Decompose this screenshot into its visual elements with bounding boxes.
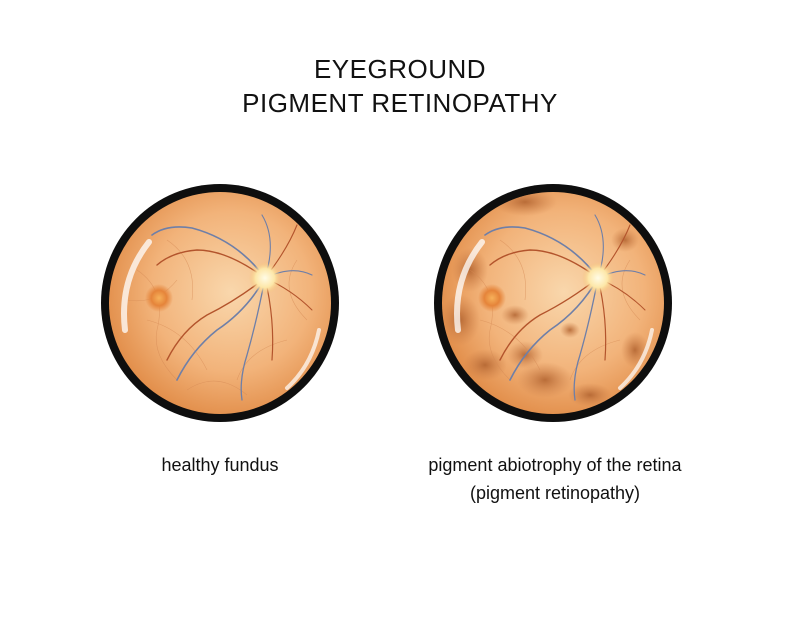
glare-highlight-right xyxy=(285,328,321,390)
retinal-vessels xyxy=(484,214,646,401)
macula xyxy=(145,284,173,312)
capillary-network xyxy=(469,239,641,381)
glare-highlight-left xyxy=(454,239,485,333)
macula xyxy=(478,284,506,312)
retinopathy-caption-line-2: (pigment retinopathy) xyxy=(469,483,641,503)
healthy-fundus-caption: healthy fundus xyxy=(161,455,279,475)
diagram-title-line-2: PIGMENT RETINOPATHY xyxy=(242,88,558,118)
optic-disc xyxy=(582,262,614,294)
retinopathy-caption-line-1: pigment abiotrophy of the retina xyxy=(428,455,682,475)
pigment-retinopathy-fundus-illustration xyxy=(434,184,672,422)
glare-highlight-left xyxy=(121,239,152,333)
optic-disc xyxy=(249,262,281,294)
healthy-fundus-illustration xyxy=(101,184,339,422)
diagram-title-line-1: EYEGROUND xyxy=(313,54,487,84)
glare-highlight-right xyxy=(618,328,654,390)
retina-background xyxy=(109,192,331,414)
